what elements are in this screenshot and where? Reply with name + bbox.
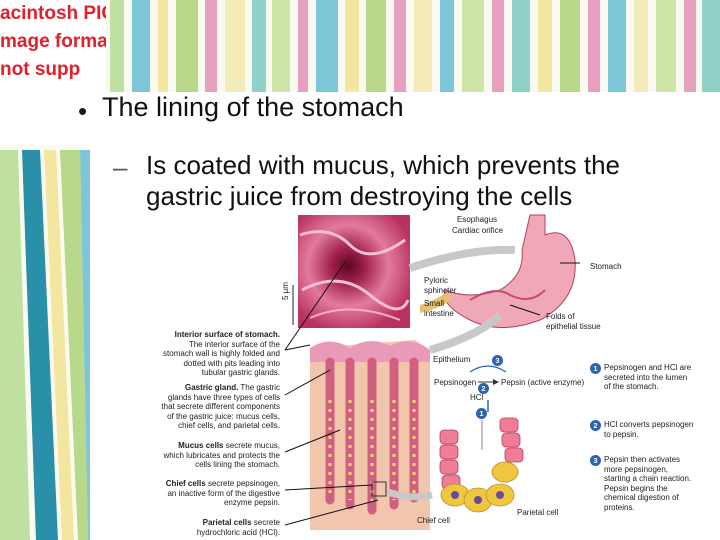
figure-step-3-badge: 3 [492, 355, 503, 366]
epithelium-label: Epithelium [433, 355, 471, 364]
desc-text: secrete hydrochloric acid (HCl). [196, 518, 280, 537]
desc-mucus-cells: Mucus cells secrete mucus, which lubrica… [160, 441, 280, 470]
desc-text: The interior surface of the stomach wall… [163, 339, 280, 378]
scale-label: 5 µm [281, 282, 290, 300]
small-intestine-label: Small intestine [424, 299, 454, 318]
figure-step-2-badge: 2 [478, 383, 489, 394]
step-3-text: Pepsin then activates more pepsinogen, s… [604, 455, 692, 512]
esophagus-label: Esophagus [457, 215, 498, 224]
desc-bold: Parietal cells [202, 518, 252, 527]
desc-bold: Gastric gland. [184, 383, 239, 392]
micrograph-image [298, 215, 410, 328]
folds-label: Folds of epithelial tissue [546, 312, 601, 331]
step-1-badge: 1 [590, 363, 601, 374]
hcl-label: HCl [470, 393, 484, 402]
desc-bold: Chief cells [165, 479, 206, 488]
desc-bold: Interior surface of stomach. [174, 330, 280, 339]
slide-subtitle: Is coated with mucus, which prevents the… [146, 150, 621, 211]
step-3-badge: 3 [590, 455, 601, 466]
desc-text: secrete pepsinogen, an inactive form of … [167, 479, 280, 507]
bullet-dot: • [78, 96, 88, 126]
parietal-cell-label: Parietal cell [517, 508, 559, 517]
stomach-label: Stomach [590, 262, 622, 271]
chief-cell-label: Chief cell [417, 516, 450, 525]
pyloric-sphincter-label: Pyloric sphincter [424, 276, 457, 295]
gastric-tissue-block [310, 340, 430, 530]
desc-chief-cells: Chief cells secrete pepsinogen, an inact… [160, 479, 280, 508]
desc-bold: Mucus cells [178, 441, 224, 450]
step-1-text: Pepsinogen and HCl are secreted into the… [604, 363, 692, 391]
slide-title: The lining of the stomach [102, 92, 404, 122]
missing-image-notice: acintosh PICT mage format not supp [0, 0, 106, 145]
stomach-organ [420, 214, 576, 328]
top-stripes [110, 0, 720, 95]
step-2-text: HCl converts pepsinogen to pepsin. [604, 420, 694, 439]
pepsinogen-label: Pepsinogen [434, 378, 477, 387]
desc-text: The gastric glands have three types of c… [161, 383, 280, 430]
desc-gastric-gland: Gastric gland. The gastric glands have t… [160, 383, 280, 431]
figure-step-1-badge: 1 [476, 408, 487, 419]
desc-interior-surface: Interior surface of stomach. The interio… [160, 330, 280, 378]
gastric-gland-cells [439, 417, 524, 513]
pepsin-label: Pepsin (active enzyme) [501, 378, 585, 387]
left-stripes [0, 150, 90, 540]
notice-line: mage format [0, 31, 106, 52]
desc-text: secrete mucus, which lubricates and prot… [163, 441, 280, 469]
pointer-lines [284, 261, 580, 526]
cardiac-orifice-label: Cardiac orifice [452, 226, 504, 235]
notice-line: acintosh PICT [0, 3, 106, 24]
step-2-badge: 2 [590, 420, 601, 431]
bullet-dash: – [113, 152, 128, 182]
notice-line: not supp [0, 59, 81, 80]
desc-parietal-cells: Parietal cells secrete hydrochloric acid… [160, 518, 280, 537]
